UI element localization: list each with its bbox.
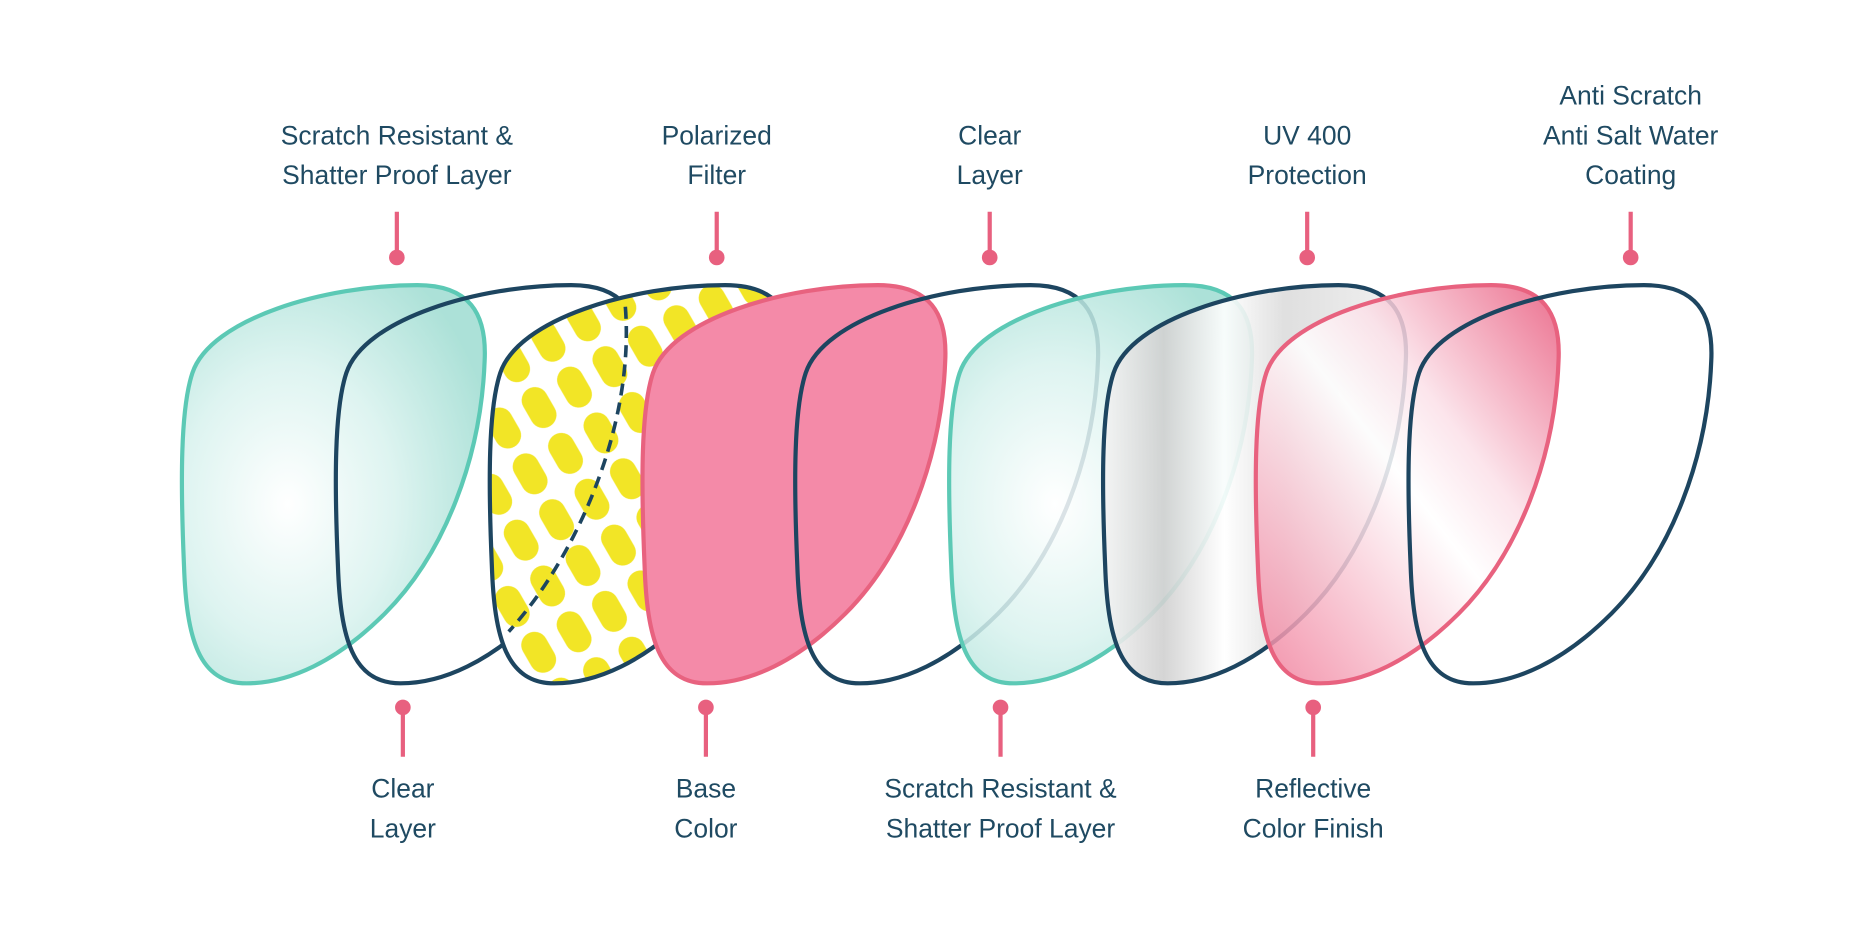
label-bottom: Scratch Resistant & Shatter Proof Layer	[884, 774, 1117, 844]
label-line: Clear	[371, 774, 434, 804]
pin-marker	[981, 211, 998, 266]
pin-dot	[708, 249, 725, 266]
pin-dot	[698, 699, 714, 716]
pin-dot	[389, 249, 405, 266]
pin-dot	[981, 249, 998, 266]
label-line: Shatter Proof Layer	[886, 813, 1116, 843]
label-line: Color	[674, 813, 737, 843]
label-line: Filter	[687, 160, 746, 190]
label-line: Protection	[1248, 160, 1367, 190]
label-line: Shatter Proof Layer	[282, 160, 512, 190]
label-line: Anti Scratch	[1559, 81, 1702, 111]
pin-dot	[395, 699, 411, 716]
label-line: Scratch Resistant &	[281, 120, 514, 150]
pin-dot	[1305, 699, 1322, 716]
pin-marker	[698, 699, 714, 757]
polarized-divider-line	[507, 306, 629, 633]
pin-marker	[395, 699, 411, 757]
label-line: Layer	[957, 160, 1023, 190]
pin-dot	[1299, 249, 1316, 266]
pin-marker	[708, 211, 725, 266]
label-line: Polarized	[662, 120, 772, 150]
pins	[389, 211, 1639, 757]
label-line: Clear	[958, 120, 1021, 150]
label-line: Color Finish	[1243, 813, 1384, 843]
pin-marker	[1305, 699, 1322, 757]
label-top: Scratch Resistant & Shatter Proof Layer	[281, 120, 514, 190]
label-line: Coating	[1585, 160, 1676, 190]
pin-marker	[992, 699, 1009, 757]
pin-dot	[992, 699, 1009, 716]
label-line: Base	[676, 774, 736, 804]
label-line: Layer	[370, 813, 436, 843]
label-line: Anti Salt Water	[1543, 120, 1719, 150]
lens-teal	[182, 285, 485, 683]
lenses	[182, 285, 1712, 683]
label-line: Scratch Resistant &	[884, 774, 1117, 804]
pin-dot	[1622, 249, 1639, 266]
labels: Scratch Resistant & Shatter Proof Layer Po…	[281, 81, 1719, 844]
pin-marker	[1299, 211, 1316, 266]
label-line: UV 400	[1263, 120, 1351, 150]
label-line: Reflective	[1255, 774, 1371, 804]
pin-marker	[389, 211, 405, 266]
pin-marker	[1622, 211, 1639, 266]
